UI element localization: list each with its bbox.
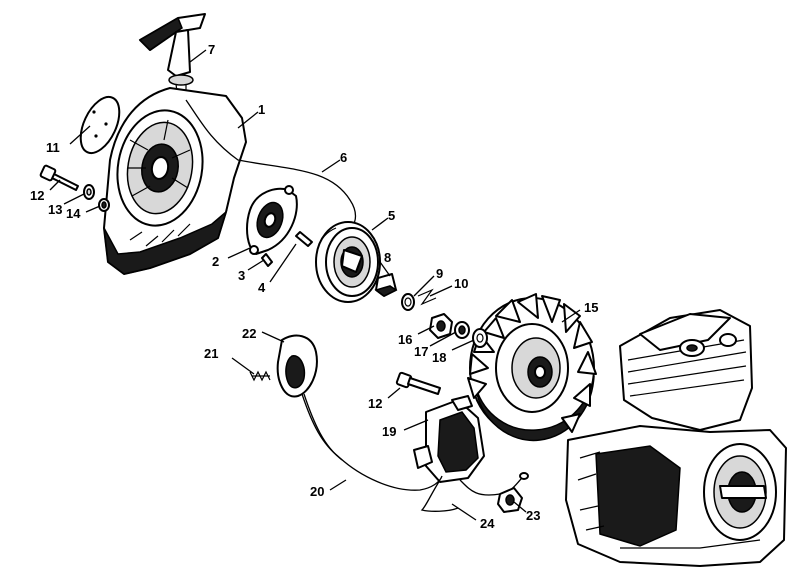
spark-plug-boot — [276, 334, 318, 398]
callout-17: 17 — [414, 344, 428, 359]
callout-23: 23 — [526, 508, 540, 523]
callout-15: 15 — [584, 300, 598, 315]
screw-spool — [295, 231, 313, 247]
callout-12-ignition: 12 — [368, 396, 382, 411]
washer — [401, 293, 415, 311]
callout-14: 14 — [66, 206, 81, 221]
ignition-module — [413, 395, 485, 483]
callout-7: 7 — [208, 42, 215, 57]
callout-5: 5 — [388, 208, 395, 223]
callout-11: 11 — [46, 140, 60, 155]
flywheel-nut — [429, 313, 453, 339]
callout-21: 21 — [204, 346, 218, 361]
callout-18: 18 — [432, 350, 446, 365]
callout-8: 8 — [384, 250, 391, 265]
callout-3: 3 — [238, 268, 245, 283]
cover-plate — [79, 95, 121, 155]
pawl — [374, 273, 398, 297]
starter-grip — [138, 13, 206, 101]
spring-washer — [454, 321, 470, 339]
callout-12-housing: 12 — [30, 188, 44, 203]
rope-rotor — [315, 221, 381, 303]
callout-10: 10 — [454, 276, 468, 291]
fan-housing — [103, 87, 247, 275]
callout-labels: 7 1 11 6 5 12 13 14 2 3 4 8 9 10 15 16 1… — [30, 42, 598, 531]
callout-2: 2 — [212, 254, 219, 269]
grommet — [497, 487, 523, 513]
callout-1: 1 — [258, 102, 265, 117]
callout-20: 20 — [310, 484, 324, 499]
engine-block — [565, 309, 787, 567]
leader-lines — [49, 49, 581, 521]
screw-small — [261, 253, 273, 267]
callout-13: 13 — [48, 202, 62, 217]
spring-plate — [246, 185, 298, 255]
flywheel — [467, 293, 597, 442]
starter-rope — [185, 99, 357, 227]
callout-19: 19 — [382, 424, 396, 439]
flat-washer — [472, 328, 488, 348]
ignition-lead — [301, 393, 443, 491]
callout-16: 16 — [398, 332, 412, 347]
callout-9: 9 — [436, 266, 443, 281]
callout-24: 24 — [480, 516, 495, 531]
spring-clip — [417, 288, 437, 306]
contact-spring — [249, 370, 271, 382]
callout-6: 6 — [340, 150, 347, 165]
callout-22: 22 — [242, 326, 256, 341]
housing-screw — [39, 164, 110, 212]
callout-4: 4 — [258, 280, 266, 295]
ignition-screw — [395, 371, 441, 395]
